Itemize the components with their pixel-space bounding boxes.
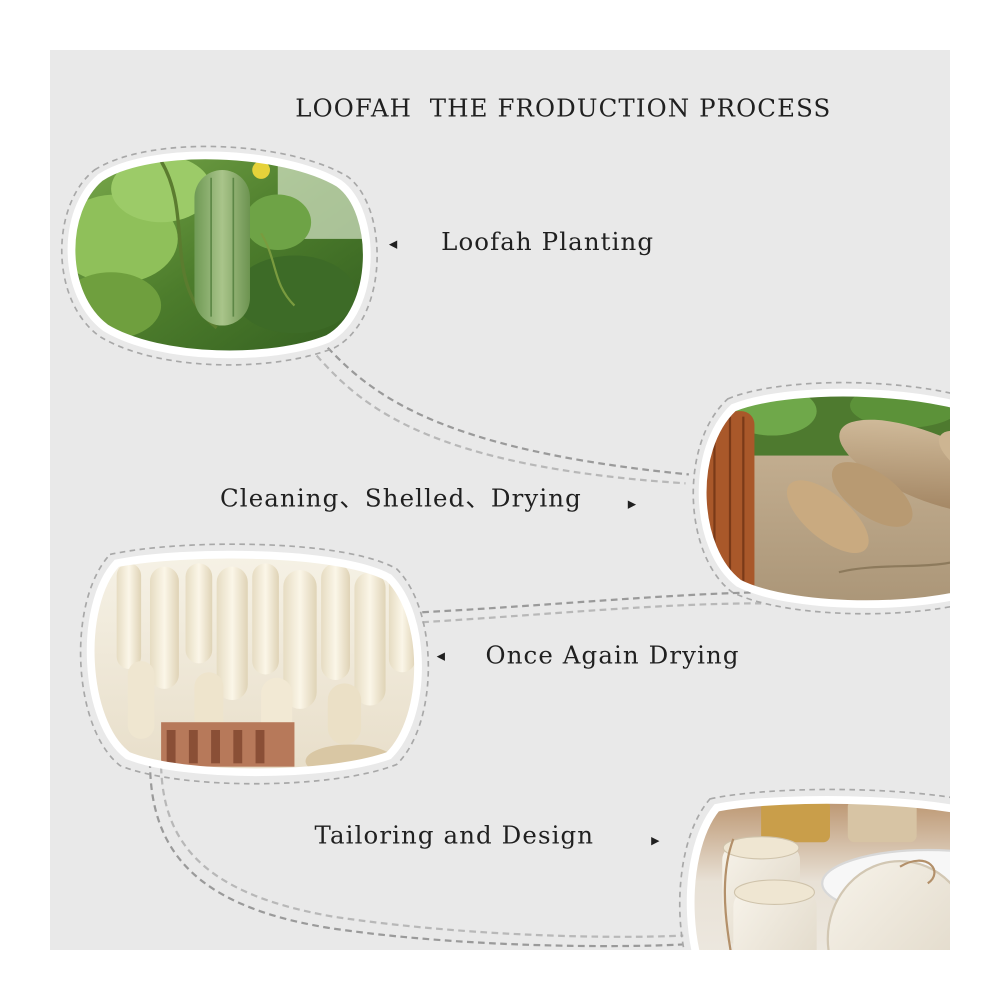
step-4-label: Tailoring and Design: [314, 820, 594, 849]
step-2: Cleaning、Shelled、Drying ▸: [220, 484, 637, 513]
step-1-label: Loofah Planting: [441, 227, 654, 256]
connector-2-3: [422, 591, 762, 614]
step-1: ◂ Loofah Planting: [389, 227, 654, 256]
step-2-arrow: ▸: [628, 494, 637, 513]
dried-loofah-photo: [692, 381, 950, 615]
step-1-arrow: ◂: [389, 234, 398, 253]
connector-lines: [148, 347, 762, 948]
loofah-vine-photo: [60, 145, 378, 366]
connector-3-4-inner: [160, 766, 684, 938]
step-3-arrow: ◂: [437, 646, 446, 665]
step-3: ◂ Once Again Drying: [437, 640, 740, 669]
hanging-loofah-photo: [79, 543, 430, 785]
step-3-label: Once Again Drying: [486, 640, 740, 669]
diagram-title: LOOFAH THE FRODUCTION PROCESS: [295, 94, 831, 123]
step-2-label: Cleaning、Shelled、Drying: [220, 484, 582, 513]
connector-3-4: [148, 761, 684, 948]
diagram-svg: LOOFAH THE FRODUCTION PROCESS: [60, 94, 950, 950]
step-4: Tailoring and Design ▸: [314, 820, 660, 849]
connector-1-2: [326, 347, 689, 476]
connector-2-3-inner: [422, 602, 762, 624]
connector-1-2-inner: [315, 354, 686, 485]
loofah-pads-photo: [678, 788, 950, 950]
process-diagram: LOOFAH THE FRODUCTION PROCESS: [50, 50, 950, 950]
step-4-arrow: ▸: [651, 831, 660, 850]
